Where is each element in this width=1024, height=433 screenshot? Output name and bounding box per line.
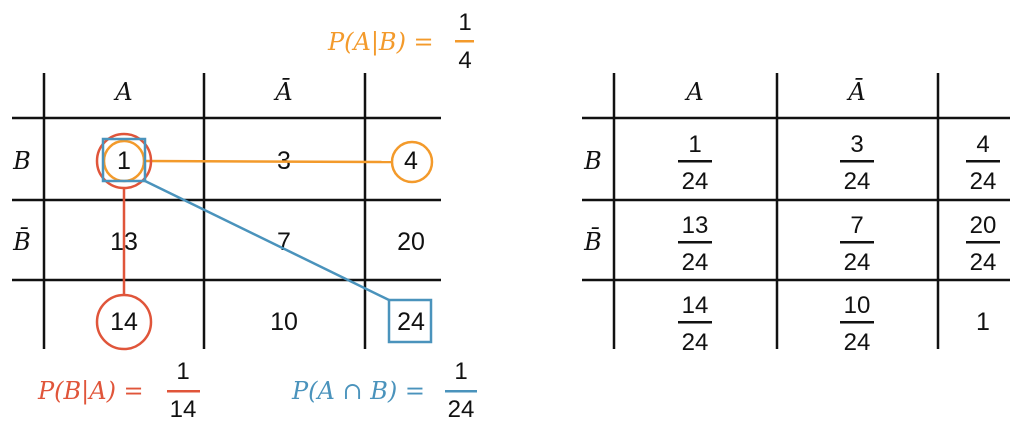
fraction-numerator: 1 bbox=[454, 358, 467, 385]
col-header-not-a: Ā bbox=[846, 78, 865, 106]
fraction-bar bbox=[455, 40, 474, 43]
cell-a-b: 1 bbox=[117, 147, 131, 175]
annotation-a-and-b: P(A ∩ B) = 1 24 bbox=[291, 358, 477, 423]
cell-total-nota: 10 bbox=[270, 308, 298, 336]
col-header-a: A bbox=[113, 78, 132, 106]
highlights bbox=[95, 132, 434, 351]
prob-cell-numerator: 4 bbox=[976, 131, 989, 158]
prob-cell-denominator: 24 bbox=[970, 249, 997, 276]
prob-cell-fraction-bar bbox=[678, 241, 712, 244]
prob-cell-denominator: 24 bbox=[682, 249, 709, 276]
col-header-not-a: Ā bbox=[273, 78, 292, 106]
blue-square-24 bbox=[387, 298, 433, 344]
fraction-numerator: 1 bbox=[458, 9, 471, 36]
fraction-denominator: 14 bbox=[170, 396, 197, 423]
blue-square-1 bbox=[101, 137, 147, 183]
blue-connector bbox=[142, 178, 390, 302]
row-header-not-b: B̄ bbox=[583, 228, 602, 256]
prob-cell-fraction-bar bbox=[678, 321, 712, 324]
formula-label: P(A ∩ B) = bbox=[291, 377, 425, 405]
prob-cell-fraction-bar bbox=[840, 241, 874, 244]
prob-cell-denominator: 24 bbox=[844, 249, 871, 276]
prob-cell-fraction-bar bbox=[840, 321, 874, 324]
red-circle-14 bbox=[95, 293, 153, 351]
prob-cell-fraction-bar bbox=[966, 241, 1000, 244]
red-circle-1 bbox=[95, 132, 153, 190]
cell-total-a: 14 bbox=[110, 308, 138, 336]
prob-cell-numerator: 20 bbox=[970, 212, 997, 239]
prob-cell-denominator: 24 bbox=[844, 168, 871, 195]
annotation-a-given-b: P(A|B) = 1 4 bbox=[327, 9, 474, 74]
formula-label: P(A|B) = bbox=[327, 28, 434, 57]
prob-cell-denominator: 24 bbox=[682, 329, 709, 356]
row-header-b: B bbox=[583, 147, 602, 175]
cell-grand-total: 24 bbox=[397, 308, 425, 336]
row-header-b: B bbox=[12, 147, 31, 175]
fraction-denominator: 4 bbox=[458, 47, 471, 74]
prob-cell-denominator: 24 bbox=[970, 168, 997, 195]
fraction-numerator: 1 bbox=[176, 358, 189, 385]
orange-connector bbox=[143, 159, 394, 164]
annotation-b-given-a: P(B|A) = 1 14 bbox=[37, 358, 200, 423]
row-header-not-b: B̄ bbox=[12, 228, 31, 256]
prob-table: A Ā B B̄ 1 24 3 24 4 24 13 24 7 24 20 24 14 24 10 24 1 bbox=[583, 78, 1000, 356]
cell-nota-notb: 7 bbox=[277, 228, 291, 256]
count-table: A Ā B B̄ 1 3 4 13 7 20 14 10 24 bbox=[12, 78, 425, 336]
fraction-bar bbox=[445, 390, 477, 393]
fraction-denominator: 24 bbox=[448, 396, 475, 423]
prob-cell-numerator: 13 bbox=[682, 212, 709, 239]
prob-table-grid bbox=[582, 73, 1010, 349]
prob-cell-denominator: 24 bbox=[844, 329, 871, 356]
orange-circle-4 bbox=[390, 140, 434, 184]
prob-cell-fraction-bar bbox=[966, 160, 1000, 163]
prob-cell-value: 1 bbox=[976, 308, 990, 336]
prob-cell-numerator: 14 bbox=[682, 292, 709, 319]
col-header-a: A bbox=[684, 78, 703, 106]
prob-cell-fraction-bar bbox=[678, 160, 712, 163]
count-table-grid bbox=[12, 73, 441, 349]
fraction-bar bbox=[167, 390, 200, 393]
formula-label: P(B|A) = bbox=[37, 377, 144, 406]
prob-cell-numerator: 7 bbox=[850, 212, 863, 239]
prob-cell-numerator: 10 bbox=[844, 292, 871, 319]
cell-total-b: 4 bbox=[404, 147, 418, 175]
prob-cell-denominator: 24 bbox=[682, 168, 709, 195]
cell-total-notb: 20 bbox=[397, 228, 425, 256]
prob-cell-numerator: 3 bbox=[850, 131, 863, 158]
prob-cell-fraction-bar bbox=[840, 160, 874, 163]
prob-cell-numerator: 1 bbox=[688, 131, 701, 158]
